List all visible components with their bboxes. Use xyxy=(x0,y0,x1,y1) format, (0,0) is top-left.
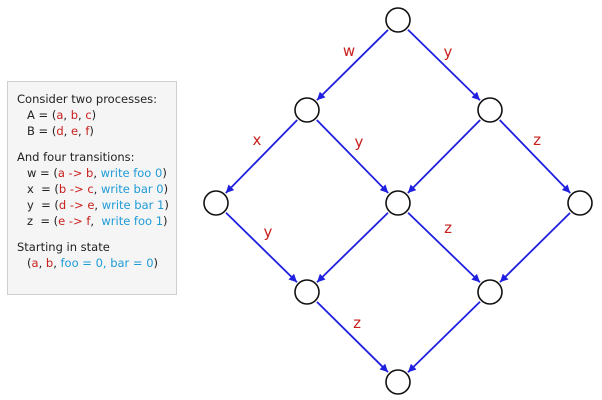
edge-n2-n5 xyxy=(499,119,571,194)
processes-heading: Consider two processes: xyxy=(17,92,158,106)
edge-n0-n2 xyxy=(407,29,481,101)
edge-n2-n4 xyxy=(407,119,481,194)
transition-x: x = (b -> c, write bar 0) xyxy=(27,182,169,196)
edge-n3-n6 xyxy=(225,212,298,283)
state-node-n3 xyxy=(203,190,229,216)
edge-label-n4-n7: z xyxy=(444,219,452,237)
state-node-n0 xyxy=(385,7,411,33)
process-b: B = (d, e, f) xyxy=(27,124,94,138)
edge-n6-n8 xyxy=(316,301,389,373)
transitions-heading: And four transitions: xyxy=(17,150,135,164)
state-node-n7 xyxy=(477,279,503,305)
edge-label-n3-n6: y xyxy=(264,223,273,241)
edge-n0-n1 xyxy=(316,29,389,101)
edge-n5-n7 xyxy=(499,212,571,283)
edge-label-n0-n2: y xyxy=(444,43,453,61)
state-node-n5 xyxy=(567,190,593,216)
edge-n1-n4 xyxy=(316,119,389,194)
edge-label-n1-n3: x xyxy=(253,131,262,149)
process-a: A = (a, b, c) xyxy=(27,108,97,122)
state-node-n4 xyxy=(385,190,411,216)
edge-n7-n8 xyxy=(407,301,481,373)
state-node-n8 xyxy=(385,369,411,395)
transition-w: w = (a -> b, write foo 0) xyxy=(27,166,167,180)
start-heading: Starting in state xyxy=(17,240,110,254)
state-node-n1 xyxy=(294,97,320,123)
transition-y: y = (d -> e, write bar 1) xyxy=(27,198,169,212)
edge-n4-n7 xyxy=(407,212,481,283)
edge-n1-n3 xyxy=(225,119,298,194)
edge-label-n2-n5: z xyxy=(533,131,541,149)
edge-label-n0-n1: w xyxy=(343,42,355,60)
start-state: (a, b, foo = 0, bar = 0) xyxy=(27,256,159,270)
nodes-layer xyxy=(203,7,593,395)
edge-label-n1-n4: y xyxy=(355,133,364,151)
transition-z: z = (e -> f, write foo 1) xyxy=(27,214,168,228)
state-node-n6 xyxy=(294,279,320,305)
info-panel: Consider two processes: A = (a, b, c) B … xyxy=(7,81,177,295)
state-node-n2 xyxy=(477,97,503,123)
edge-label-n6-n8: z xyxy=(353,314,361,332)
edges-layer xyxy=(225,29,571,373)
edge-n4-n6 xyxy=(316,212,389,283)
labels-layer: w y x y z y z z xyxy=(253,42,542,332)
